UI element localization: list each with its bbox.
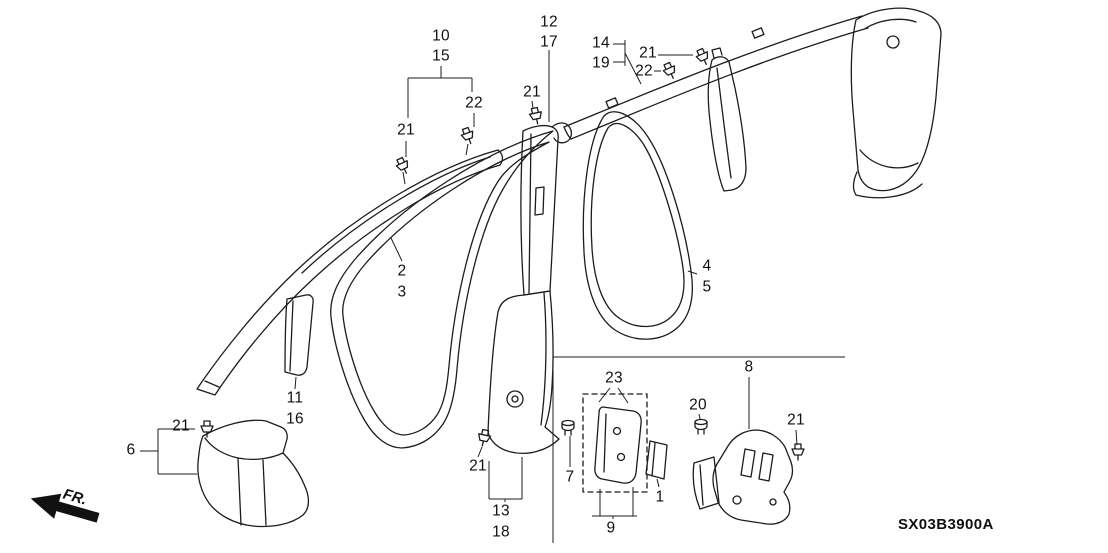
clip-icon bbox=[475, 428, 493, 448]
clip-icon bbox=[693, 46, 713, 68]
a-pillar-garnish bbox=[196, 149, 504, 396]
fr-label: FR. bbox=[61, 486, 89, 509]
roof-clip-tab-icon bbox=[605, 97, 619, 109]
b-pillar-lower-garnish bbox=[487, 290, 560, 454]
clip-icon bbox=[791, 443, 805, 461]
kick-panel bbox=[197, 419, 310, 528]
clip-icon bbox=[660, 60, 680, 82]
front-door-opening-seal bbox=[330, 130, 554, 449]
quarter-pillar-garnish bbox=[850, 7, 942, 199]
spacer-part bbox=[645, 440, 668, 480]
clip-icon bbox=[527, 106, 545, 126]
rear-door-opening-seal bbox=[582, 111, 693, 340]
detail-box bbox=[582, 393, 648, 493]
b-pillar-upper-garnish bbox=[520, 122, 573, 296]
bracket-part bbox=[692, 429, 794, 525]
roof-clip-tab-icon bbox=[751, 27, 765, 39]
diagram-code: SX03B3900A bbox=[898, 516, 994, 533]
front-pillar-lower-trim bbox=[284, 294, 314, 376]
c-pillar-garnish bbox=[707, 47, 747, 192]
mounting-plate bbox=[594, 406, 642, 484]
fr-direction-arrow: FR. bbox=[30, 486, 100, 523]
grommet-icon bbox=[694, 418, 708, 435]
leader-lines bbox=[140, 40, 845, 543]
clip-icon bbox=[200, 420, 214, 438]
clip-icon bbox=[458, 125, 478, 147]
grommet-icon bbox=[561, 419, 575, 436]
roof-side-rail bbox=[563, 15, 869, 140]
